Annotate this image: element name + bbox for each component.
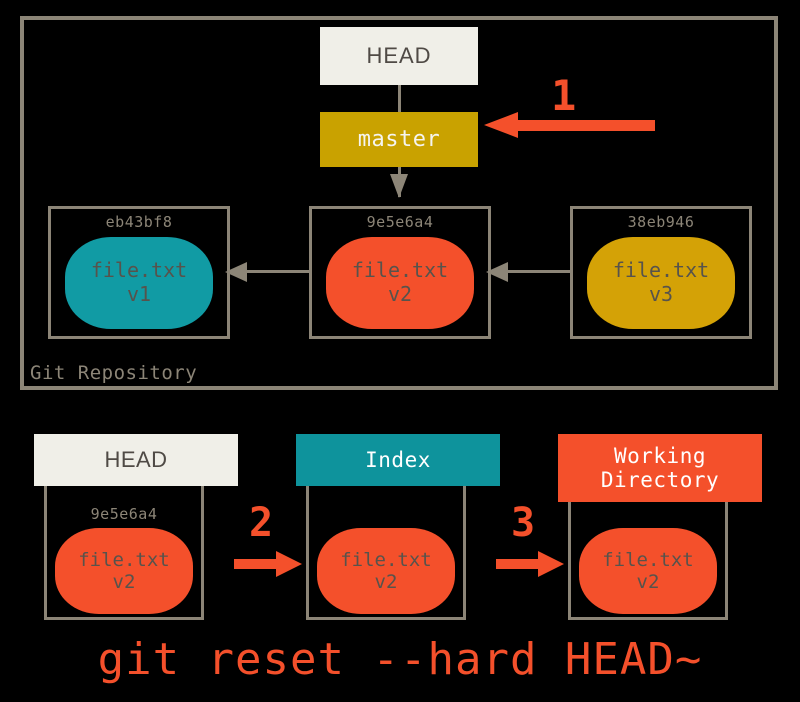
commit-parent-link-2	[504, 270, 570, 273]
area-blob-filename-wd: file.txt	[602, 548, 694, 571]
area-blob-filename-head: file.txt	[78, 548, 170, 571]
git-repository-label: Git Repository	[30, 362, 198, 384]
step3-arrow-shaft	[496, 559, 538, 569]
commit-parent-arrow-left-icon-1	[225, 262, 247, 282]
commit-box-2: 9e5e6a4 file.txt v2	[309, 206, 491, 339]
commit-hash-3: 38eb946	[627, 213, 695, 231]
area-blob-version-head: v2	[112, 571, 136, 593]
blob-version-2: v2	[387, 282, 413, 306]
area-blob-version-index: v2	[374, 571, 398, 593]
area-box-working-directory	[568, 479, 728, 620]
area-blob-version-wd: v2	[636, 571, 660, 593]
area-hash-head: 9e5e6a4	[90, 505, 158, 523]
area-title-head: HEAD	[104, 447, 168, 473]
commit-hash-1: eb43bf8	[105, 213, 173, 231]
commit-parent-link-1	[243, 270, 309, 273]
step1-arrow-left-icon	[484, 112, 518, 138]
commit-box-1: eb43bf8 file.txt v1	[48, 206, 230, 339]
step2-arrow-right-icon	[276, 551, 302, 577]
blob-filename-1: file.txt	[90, 258, 188, 283]
step1-arrow-shaft	[515, 120, 655, 131]
master-branch-box: master	[320, 112, 478, 167]
git-repository-frame	[20, 16, 778, 390]
head-pointer-box: HEAD	[320, 27, 478, 85]
area-header-head: HEAD	[34, 434, 238, 486]
command-caption: git reset --hard HEAD~	[97, 634, 703, 685]
area-blob-head: file.txt v2	[55, 528, 193, 614]
area-header-working-directory: Working Directory	[558, 434, 762, 502]
blob-version-1: v1	[126, 282, 152, 306]
area-box-index	[306, 479, 466, 620]
area-blob-index: file.txt v2	[317, 528, 455, 614]
commit-blob-1: file.txt v1	[65, 237, 213, 329]
step2-number: 2	[249, 500, 274, 546]
area-header-index: Index	[296, 434, 500, 486]
commit-blob-2: file.txt v2	[326, 237, 474, 329]
head-pointer-label: HEAD	[366, 43, 432, 68]
step1-number: 1	[551, 71, 577, 120]
connector-head-to-master	[398, 85, 401, 112]
arrow-down-icon	[390, 174, 408, 198]
area-title-working: Working	[613, 443, 706, 468]
area-title-directory: Directory	[600, 468, 720, 492]
commit-box-3: 38eb946 file.txt v3	[570, 206, 752, 339]
blob-filename-3: file.txt	[612, 258, 710, 283]
step3-number: 3	[511, 500, 536, 546]
commit-hash-2: 9e5e6a4	[366, 213, 434, 231]
blob-version-3: v3	[648, 282, 674, 306]
commit-blob-3: file.txt v3	[587, 237, 735, 329]
blob-filename-2: file.txt	[351, 258, 449, 283]
area-box-head	[44, 479, 204, 620]
area-title-index: Index	[365, 447, 431, 472]
area-blob-working-directory: file.txt v2	[579, 528, 717, 614]
commit-parent-arrow-left-icon-2	[486, 262, 508, 282]
step2-arrow-shaft	[234, 559, 276, 569]
master-branch-label: master	[357, 127, 441, 152]
step3-arrow-right-icon	[538, 551, 564, 577]
area-blob-filename-index: file.txt	[340, 548, 432, 571]
